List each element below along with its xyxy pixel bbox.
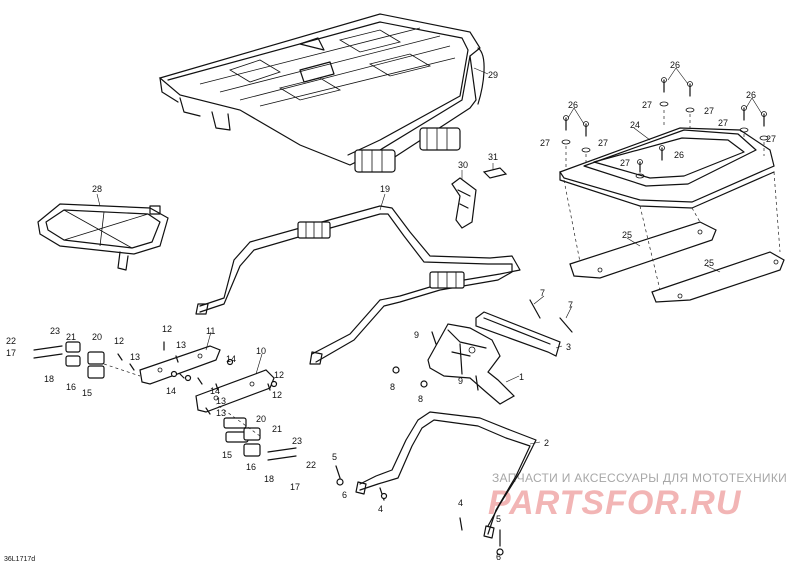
rail-lower[interactable] — [651, 251, 785, 303]
callout-7[interactable]: 7 — [540, 288, 545, 298]
callout-7b[interactable]: 7 — [568, 300, 573, 310]
callout-2[interactable]: 2 — [544, 438, 549, 448]
bolt-7a[interactable] — [529, 299, 541, 319]
watermark-tagline: ЗАПЧАСТИ И АКСЕССУАРЫ ДЛЯ МОТОТЕХНИКИ — [492, 471, 787, 485]
bolt-7b[interactable] — [559, 317, 573, 333]
screw-26-group[interactable] — [561, 77, 769, 179]
callout-5[interactable]: 5 — [332, 452, 337, 462]
callout-20a[interactable]: 20 — [92, 332, 102, 342]
screws-12-13-14[interactable] — [117, 341, 278, 415]
leader-lines — [96, 67, 763, 445]
nut-8a[interactable] — [392, 366, 400, 374]
callout-27d[interactable]: 27 — [598, 138, 608, 148]
callout-13d[interactable]: 13 — [216, 396, 226, 406]
callout-6[interactable]: 6 — [342, 490, 347, 500]
callout-15b[interactable]: 15 — [222, 450, 232, 460]
main-frame-tube[interactable] — [195, 205, 521, 365]
callout-12c[interactable]: 12 — [274, 370, 284, 380]
callout-27b[interactable]: 27 — [704, 106, 714, 116]
bracket[interactable] — [451, 177, 477, 229]
plate-right[interactable] — [195, 369, 275, 413]
callout-24[interactable]: 24 — [630, 120, 640, 130]
cargo-rack[interactable] — [158, 13, 485, 173]
label-plate[interactable] — [482, 167, 508, 179]
callout-9[interactable]: 9 — [414, 330, 419, 340]
mounting-bracket[interactable] — [427, 323, 515, 405]
rack-frame[interactable] — [559, 127, 775, 209]
callout-16a[interactable]: 16 — [66, 382, 76, 392]
callout-26d[interactable]: 26 — [674, 150, 684, 160]
callout-14a[interactable]: 14 — [226, 354, 236, 364]
callout-14c[interactable]: 14 — [210, 386, 220, 396]
nut-8b[interactable] — [420, 380, 428, 388]
callout-labels: 1 2 3 4 4 5 5 6 6 7 7 8 8 9 9 10 11 12 1… — [6, 60, 776, 562]
callout-27c[interactable]: 27 — [540, 138, 550, 148]
callout-3[interactable]: 3 — [566, 342, 571, 352]
callout-17a[interactable]: 17 — [6, 348, 16, 358]
callout-16b[interactable]: 16 — [246, 462, 256, 472]
callout-13a[interactable]: 13 — [176, 340, 186, 350]
callout-19[interactable]: 19 — [380, 184, 390, 194]
watermark-brand: PARTSFOR.RU — [488, 484, 742, 522]
callout-18b[interactable]: 18 — [264, 474, 274, 484]
callout-12b[interactable]: 12 — [114, 336, 124, 346]
callout-22a[interactable]: 22 — [6, 336, 16, 346]
callout-15a[interactable]: 15 — [82, 388, 92, 398]
callout-30[interactable]: 30 — [458, 160, 468, 170]
callout-5b[interactable]: 5 — [496, 514, 501, 524]
bolt-9[interactable] — [431, 331, 437, 345]
callout-23a[interactable]: 23 — [50, 326, 60, 336]
callout-26c[interactable]: 26 — [746, 90, 756, 100]
rail-upper[interactable] — [569, 221, 717, 279]
callout-9b[interactable]: 9 — [458, 376, 463, 386]
callout-28[interactable]: 28 — [92, 184, 102, 194]
callout-17b[interactable]: 17 — [290, 482, 300, 492]
callout-8[interactable]: 8 — [390, 382, 395, 392]
callout-11[interactable]: 11 — [206, 326, 215, 336]
callout-27f[interactable]: 27 — [766, 134, 776, 144]
callout-26b[interactable]: 26 — [568, 100, 578, 110]
callout-25b[interactable]: 25 — [704, 258, 714, 268]
callout-8b[interactable]: 8 — [418, 394, 423, 404]
callout-27a[interactable]: 27 — [642, 100, 652, 110]
callout-21a[interactable]: 21 — [66, 332, 76, 342]
clamp-set-right[interactable] — [223, 417, 297, 461]
callout-18a[interactable]: 18 — [44, 374, 54, 384]
callout-10[interactable]: 10 — [256, 346, 266, 356]
hardware-4-5-6[interactable] — [335, 465, 504, 556]
callout-4[interactable]: 4 — [458, 498, 463, 508]
diagram-code: 36L1717d — [4, 556, 35, 563]
callout-29[interactable]: 29 — [488, 70, 498, 80]
callout-1[interactable]: 1 — [519, 372, 524, 382]
callout-13b[interactable]: 13 — [130, 352, 140, 362]
callout-26a[interactable]: 26 — [670, 60, 680, 70]
callout-13c[interactable]: 13 — [216, 408, 226, 418]
callout-4b[interactable]: 4 — [378, 504, 383, 514]
callout-6b[interactable]: 6 — [496, 552, 501, 562]
callout-12d[interactable]: 12 — [272, 390, 282, 400]
bolt-9b[interactable] — [475, 375, 479, 391]
support-plate[interactable] — [475, 311, 561, 357]
callout-27g[interactable]: 27 — [620, 158, 630, 168]
callout-22b[interactable]: 22 — [306, 460, 316, 470]
clamp-set-left[interactable] — [33, 341, 105, 379]
callout-14b[interactable]: 14 — [166, 386, 176, 396]
callout-27e[interactable]: 27 — [718, 118, 728, 128]
plate-left[interactable] — [139, 345, 221, 385]
callout-31[interactable]: 31 — [488, 152, 498, 162]
callout-23b[interactable]: 23 — [292, 436, 302, 446]
callout-21b[interactable]: 21 — [272, 424, 282, 434]
callout-12a[interactable]: 12 — [162, 324, 172, 334]
callout-25a[interactable]: 25 — [622, 230, 632, 240]
callout-20b[interactable]: 20 — [256, 414, 266, 424]
lower-support-tube[interactable] — [355, 411, 537, 539]
basket[interactable] — [37, 203, 169, 271]
